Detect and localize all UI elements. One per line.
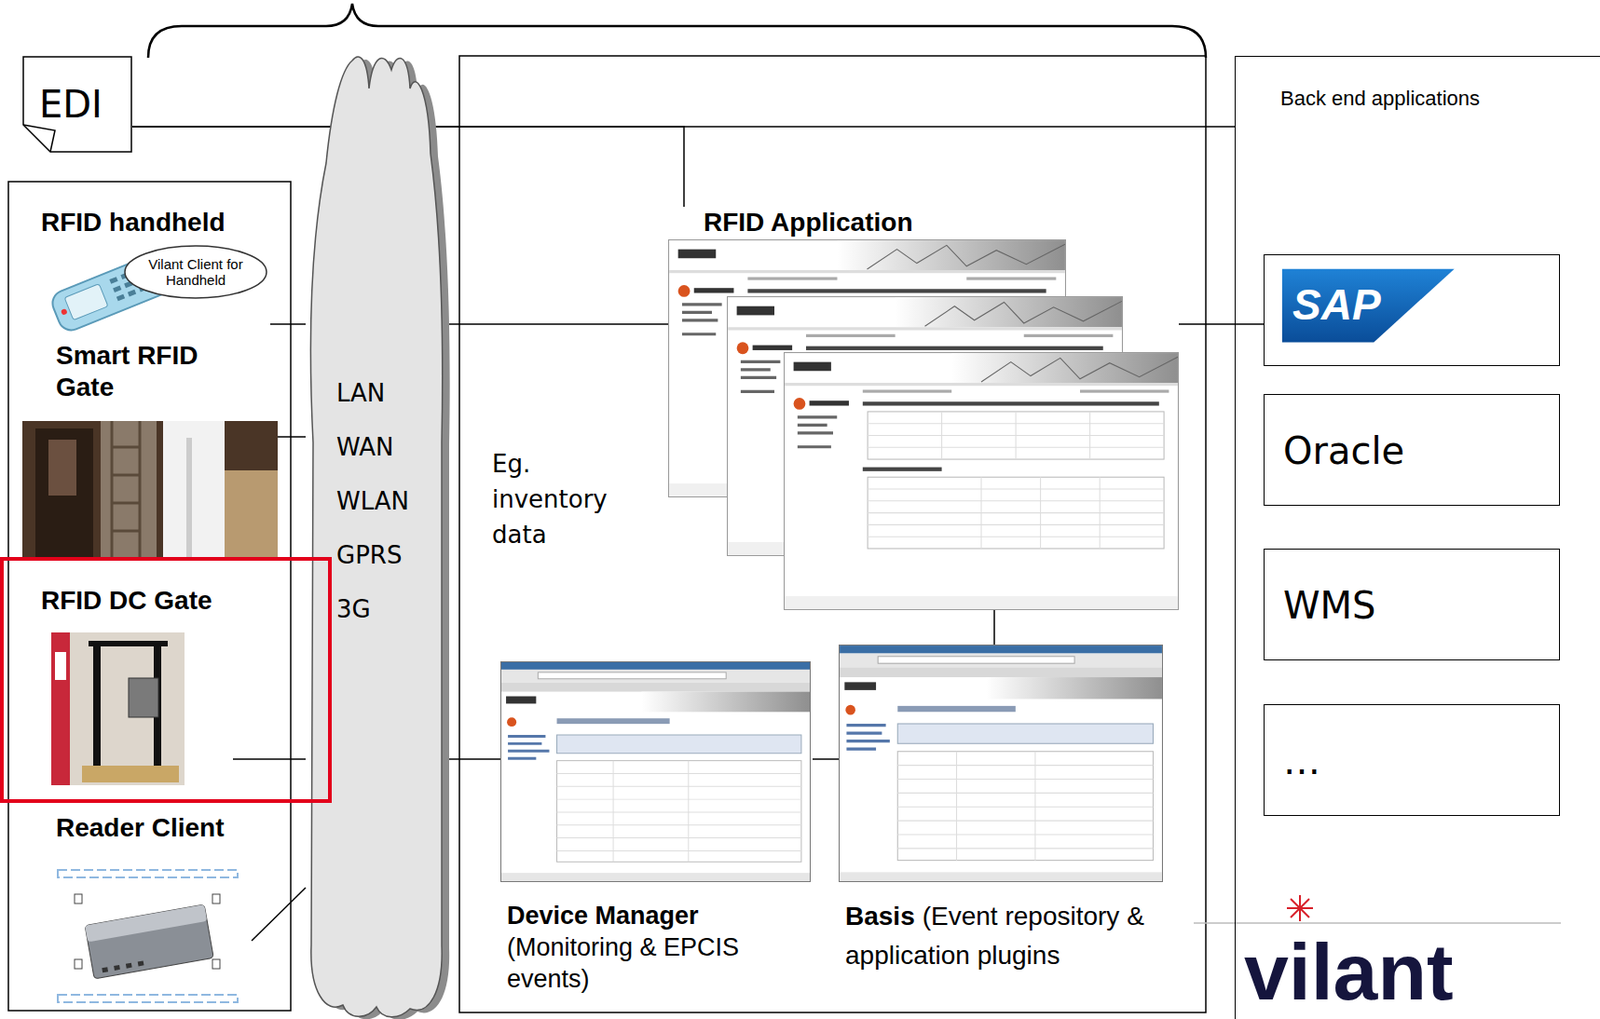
node-title: Oracle xyxy=(1283,429,1405,473)
node-title: RFID DC Gate xyxy=(41,585,213,617)
device-manager-screenshot xyxy=(501,661,811,882)
node-title: Back end applications xyxy=(1280,86,1480,111)
dc-gate-photo xyxy=(51,632,185,786)
photo-person xyxy=(163,421,225,560)
reader-connectors xyxy=(101,960,144,973)
node-detail: GPRS xyxy=(336,541,402,571)
gate-base xyxy=(82,765,179,783)
photo-poster-detail xyxy=(54,652,67,681)
backend-box: … xyxy=(1263,704,1560,817)
sap-logo-shape xyxy=(1282,269,1455,343)
connector-line xyxy=(449,323,669,326)
device-group: RFID DC Gate xyxy=(37,585,233,786)
node-title: RFID handheld xyxy=(41,206,226,239)
edi-document: EDI xyxy=(22,55,133,153)
bubble-outline xyxy=(124,246,267,299)
document-outline xyxy=(23,56,132,152)
connector-line xyxy=(277,436,306,438)
gate-reader xyxy=(128,678,159,718)
node-detail: (Monitoring & EPCIS events) xyxy=(506,931,796,996)
reader-unit xyxy=(84,904,214,980)
antenna-port xyxy=(74,959,83,970)
gate-panel xyxy=(48,439,77,496)
company-logo: vilant xyxy=(1244,931,1454,1012)
backend-box: Oracle xyxy=(1263,394,1560,506)
node-detail: WAN xyxy=(336,433,395,463)
highlight-frame xyxy=(1,559,330,802)
logo-star xyxy=(1286,895,1313,922)
module-group: Basis(Event repository & application plu… xyxy=(838,644,1193,1009)
photo-ladder xyxy=(111,421,140,560)
flow-note: Eg. inventory data xyxy=(492,446,642,553)
basis-screenshot xyxy=(839,645,1163,883)
module-group: Device Manager(Monitoring & EPCIS events… xyxy=(500,661,813,1009)
app-screenshot xyxy=(784,353,1179,611)
antenna-port xyxy=(212,959,220,970)
callout-bubble: Vilant Client for Handheld xyxy=(123,244,269,301)
node-detail: 3G xyxy=(336,595,371,625)
connector-line xyxy=(993,610,996,645)
device-group: Reader Client xyxy=(51,812,252,1009)
antenna-port xyxy=(74,894,83,904)
text-line: Basis(Event repository & application plu… xyxy=(845,899,1181,978)
connector-line xyxy=(449,758,501,761)
backend-box: SAP xyxy=(1263,254,1560,367)
device-panel xyxy=(8,181,291,1012)
node-title: EDI xyxy=(39,82,103,127)
node-title: Device Manager xyxy=(506,900,796,932)
photo-wall xyxy=(100,421,157,560)
reader-photo xyxy=(57,870,238,1003)
handheld-screen xyxy=(64,284,109,321)
cloud-outline xyxy=(310,56,442,1018)
node-detail: WLAN xyxy=(336,487,410,517)
document-fold xyxy=(23,124,55,152)
backend-box: WMS xyxy=(1263,548,1560,661)
gate-post xyxy=(93,642,101,779)
cloud-shape xyxy=(305,51,450,1019)
photo-ground xyxy=(51,632,185,786)
node-title: Basis xyxy=(845,902,916,931)
node-title: Smart RFID Gate xyxy=(55,340,243,403)
connector-line xyxy=(232,758,306,761)
platform-panel xyxy=(459,55,1206,1013)
node-title: LAN xyxy=(336,379,385,409)
backend-panel: Back end applicationsSAP OracleWMS … xyxy=(1234,55,1600,1019)
antenna-strip xyxy=(57,870,238,878)
photo-poster xyxy=(51,632,70,786)
network-cloud: LAN WAN WLAN GPRS 3G xyxy=(305,51,450,1019)
node-title: Vilant Client for Handheld xyxy=(137,256,254,288)
connector-line xyxy=(1178,323,1264,326)
connector-line xyxy=(270,323,306,326)
logo-rule xyxy=(1193,922,1561,925)
application-group: RFID Application xyxy=(668,206,1179,611)
photo-ground xyxy=(22,421,278,560)
connector-line xyxy=(251,888,306,942)
photo-boxes xyxy=(224,470,278,560)
photo-person-fold xyxy=(186,437,192,560)
device-group: Smart RFID Gate xyxy=(22,340,278,560)
node-title: RFID Application xyxy=(703,206,914,239)
node-title: … xyxy=(1283,739,1321,783)
node-title: Reader Client xyxy=(55,812,225,845)
node-title: SAP xyxy=(1292,279,1382,331)
reader-body xyxy=(84,904,214,980)
grouping-brace xyxy=(148,3,1206,58)
connector-line xyxy=(812,758,839,761)
reader-top xyxy=(84,904,207,943)
antenna-port xyxy=(212,894,220,904)
handheld-led xyxy=(60,308,69,316)
device-group: RFID handheldVilant Client for Handheld xyxy=(37,206,271,330)
antenna-strip xyxy=(57,995,238,1003)
gate-pillar xyxy=(35,428,94,560)
smart-gate-photo xyxy=(22,421,278,560)
node-title: WMS xyxy=(1283,584,1376,628)
